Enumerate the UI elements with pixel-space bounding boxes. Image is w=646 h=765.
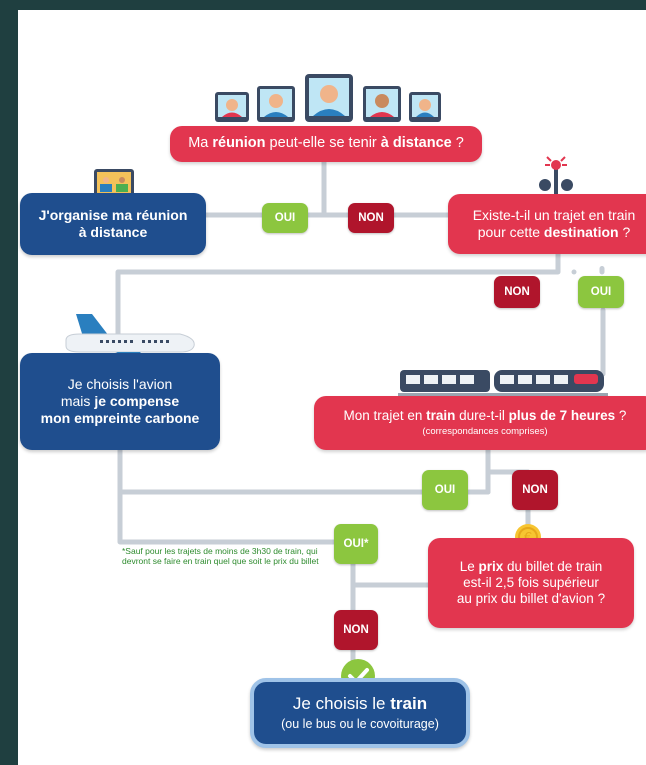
label-non-remote: NON bbox=[348, 203, 394, 233]
footnote: *Sauf pour les trajets de moins de 3h30 … bbox=[122, 546, 319, 566]
train-icon bbox=[398, 370, 608, 396]
label-oui-price: OUI* bbox=[334, 524, 378, 564]
answer-plane-compensate: Je choisis l'avion mais je compense mon … bbox=[20, 353, 220, 450]
connector-plane-to-oui4 bbox=[117, 489, 356, 545]
railway-crossing-icon bbox=[539, 156, 573, 203]
label-non-train-route: NON bbox=[494, 276, 540, 308]
label-oui-train-route: OUI bbox=[578, 276, 624, 308]
question-train-route: Existe-t-il un trajet en train pour cett… bbox=[448, 194, 646, 254]
answer-train: Je choisis le train (ou le bus ou le cov… bbox=[250, 678, 470, 748]
question-price-ratio: Le prix du billet de train est-il 2,5 fo… bbox=[428, 538, 634, 628]
video-call-participants-icon bbox=[215, 74, 441, 122]
label-non-price: NON bbox=[334, 610, 378, 650]
connector-train-route-down bbox=[115, 250, 561, 358]
question-remote-meeting-text: Ma réunion peut-elle se tenir à distance… bbox=[188, 135, 464, 152]
flowchart-panel: € Ma réunion peut-elle se tenir à distan… bbox=[18, 10, 646, 765]
question-remote-meeting: Ma réunion peut-elle se tenir à distance… bbox=[170, 126, 482, 162]
label-non-duration: NON bbox=[512, 470, 558, 510]
question-train-duration: Mon trajet en train dure-t-il plus de 7 … bbox=[314, 396, 646, 450]
answer-remote-meeting: J'organise ma réunion à distance bbox=[20, 193, 206, 255]
label-oui-remote: OUI bbox=[262, 203, 308, 233]
label-oui-duration: OUI bbox=[422, 470, 468, 510]
